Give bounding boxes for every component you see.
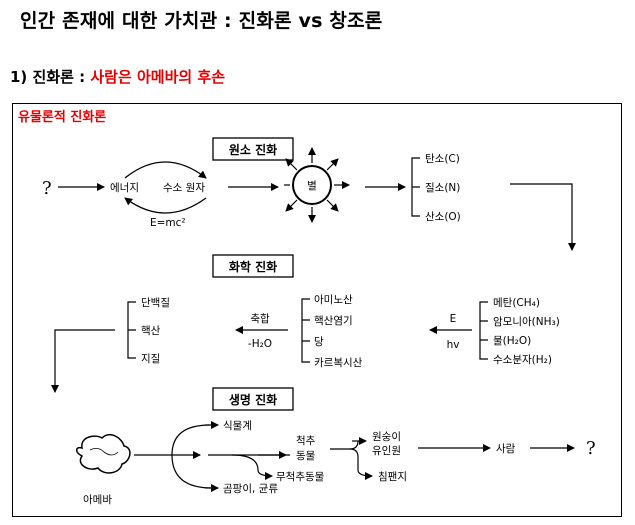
label-dehydration: -H₂O <box>248 338 272 350</box>
label-vertebrates-1: 척추 <box>296 435 316 447</box>
subtitle-highlight: 사람은 아메바의 후손 <box>90 68 226 86</box>
section-subtitle: 1) 진화론 : 사람은 아메바의 후손 <box>10 66 225 87</box>
label-life-evolution: 생명 진화 <box>229 392 277 407</box>
gas-water: 물(H₂O) <box>493 335 531 347</box>
label-fungi: 곰팡이, 균류 <box>223 483 278 495</box>
arrow-to-life <box>51 329 115 393</box>
label-amoeba: 아메바 <box>83 494 112 506</box>
bracket-elements <box>411 157 420 217</box>
element-oxygen: 산소(O) <box>425 211 461 223</box>
organic-amino-acid: 아미노산 <box>314 294 353 306</box>
polymer-lipid: 지질 <box>141 353 160 365</box>
label-human: 사람 <box>496 442 516 455</box>
label-element-evolution: 원소 진화 <box>229 142 277 157</box>
bracket-polymers <box>127 301 136 359</box>
organic-nucleobase: 핵산염기 <box>314 315 353 327</box>
box-chemical-evolution <box>212 254 294 278</box>
question-start: ? <box>42 178 52 199</box>
arrow-energy-hydrogen <box>124 161 207 179</box>
label-vertebrates-2: 동물 <box>296 450 316 462</box>
box-element-evolution <box>212 137 294 161</box>
label-energy-e: E <box>450 313 457 325</box>
page-title: 인간 존재에 대한 가치관 : 진화론 vs 창조론 <box>20 10 383 32</box>
polymer-nucleic-acid: 핵산 <box>141 325 161 337</box>
amoeba-icon <box>76 434 131 474</box>
bracket-gases <box>479 301 488 360</box>
label-plants: 식물계 <box>223 420 252 432</box>
label-condensation: 축합 <box>250 313 270 325</box>
label-chemical-evolution: 화학 진화 <box>229 259 277 274</box>
box-life-evolution <box>212 387 294 411</box>
label-primate-2: 유인원 <box>372 445 401 457</box>
label-chimpanzee: 침팬지 <box>378 471 407 483</box>
label-star: 별 <box>307 180 317 192</box>
label-hydrogen: 수소 원자 <box>163 182 205 194</box>
gas-ammonia: 암모니아(NH₃) <box>493 316 560 328</box>
subtitle-number: 1) 진화론 : <box>10 68 91 86</box>
gas-hydrogen: 수소분자(H₂) <box>493 354 552 366</box>
label-invertebrates: 무척추동물 <box>276 471 325 483</box>
gas-methane: 메탄(CH₄) <box>493 297 540 309</box>
label-formula: E=mc² <box>150 217 186 229</box>
label-energy-hv: hv <box>447 339 460 351</box>
element-carbon: 탄소(C) <box>425 153 460 165</box>
star-icon <box>284 147 350 223</box>
panel-label: 유물론적 진화론 <box>18 110 107 125</box>
label-primate-1: 원숭이 <box>372 431 401 443</box>
question-end: ? <box>586 438 596 459</box>
element-nitrogen: 질소(N) <box>425 182 460 194</box>
organic-carboxylic-acid: 카르복시산 <box>314 357 363 369</box>
polymer-protein: 단백질 <box>141 297 170 309</box>
arrow-to-chemical <box>510 183 576 251</box>
diagram-panel <box>12 103 622 517</box>
organic-sugar: 당 <box>314 336 324 348</box>
arrow-hydrogen-energy <box>124 197 207 214</box>
label-energy: 에너지 <box>110 182 139 194</box>
bracket-organics <box>301 298 310 363</box>
branch-curve <box>171 424 213 489</box>
